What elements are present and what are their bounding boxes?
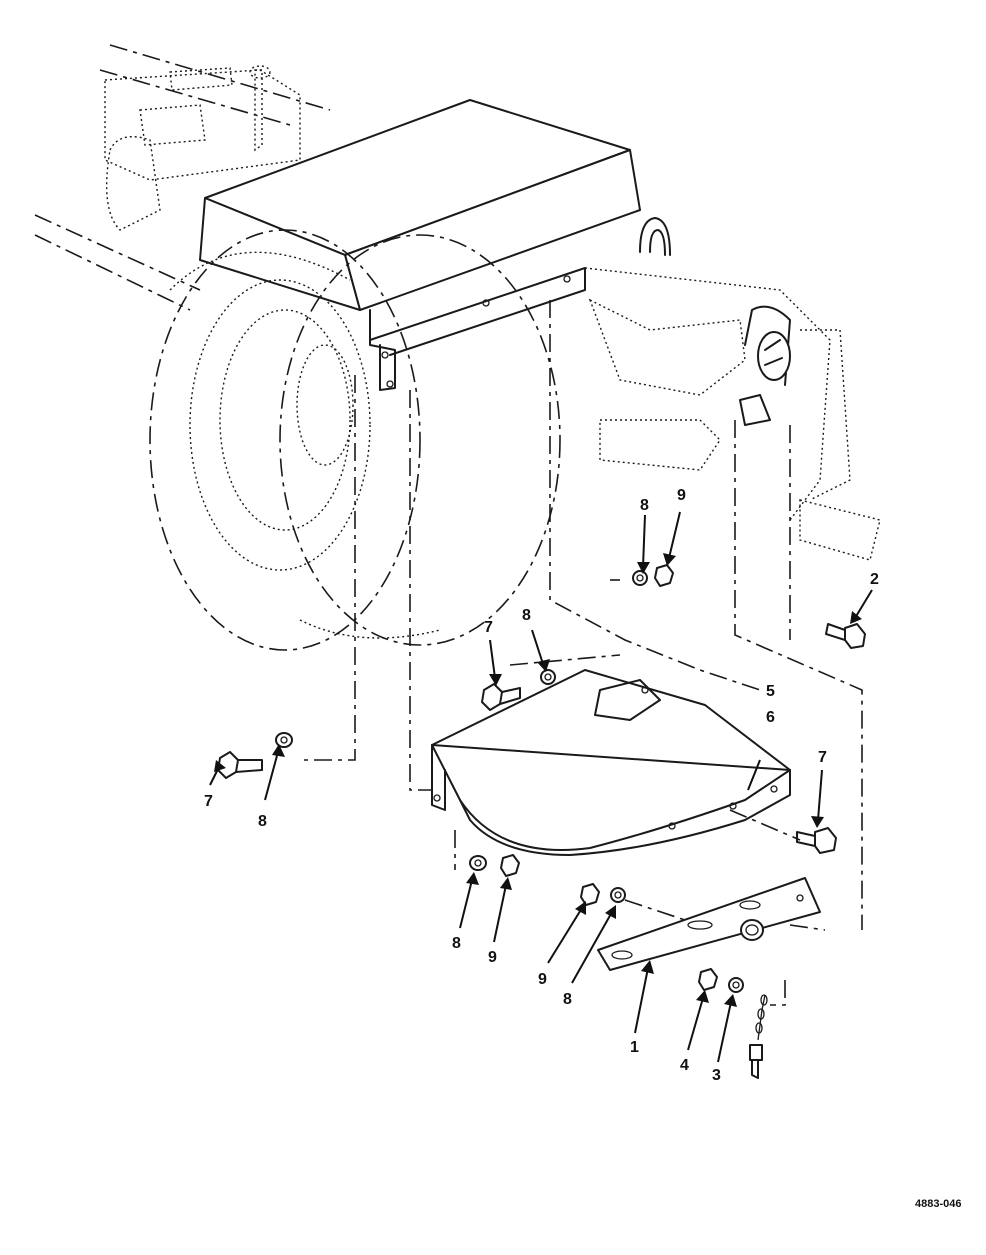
callout-8-left: 8: [258, 813, 267, 830]
callout-5: 5: [766, 683, 775, 700]
callout-2: 2: [870, 571, 879, 588]
callout-7-right: 7: [818, 749, 827, 766]
rear-frame-bracket: [585, 268, 880, 560]
callout-3: 3: [712, 1067, 721, 1084]
figure-id: 4883-046: [915, 1198, 962, 1210]
callout-8-upper: 8: [640, 497, 649, 514]
callout-9-upper: 9: [677, 487, 686, 504]
callout-9-lower: 9: [488, 949, 497, 966]
mounting-bracket: [598, 878, 820, 970]
callout-8-middle: 8: [522, 607, 531, 624]
callout-7-middle: 7: [484, 619, 493, 636]
callout-1: 1: [630, 1039, 639, 1056]
callout-9-bracket: 9: [538, 971, 547, 988]
callout-7-left: 7: [204, 793, 213, 810]
callout-4: 4: [680, 1057, 689, 1074]
fender-housing: [200, 100, 670, 390]
callout-8-bracket: 8: [563, 991, 572, 1008]
callout-8-lower: 8: [452, 935, 461, 952]
callout-6: 6: [766, 709, 775, 726]
